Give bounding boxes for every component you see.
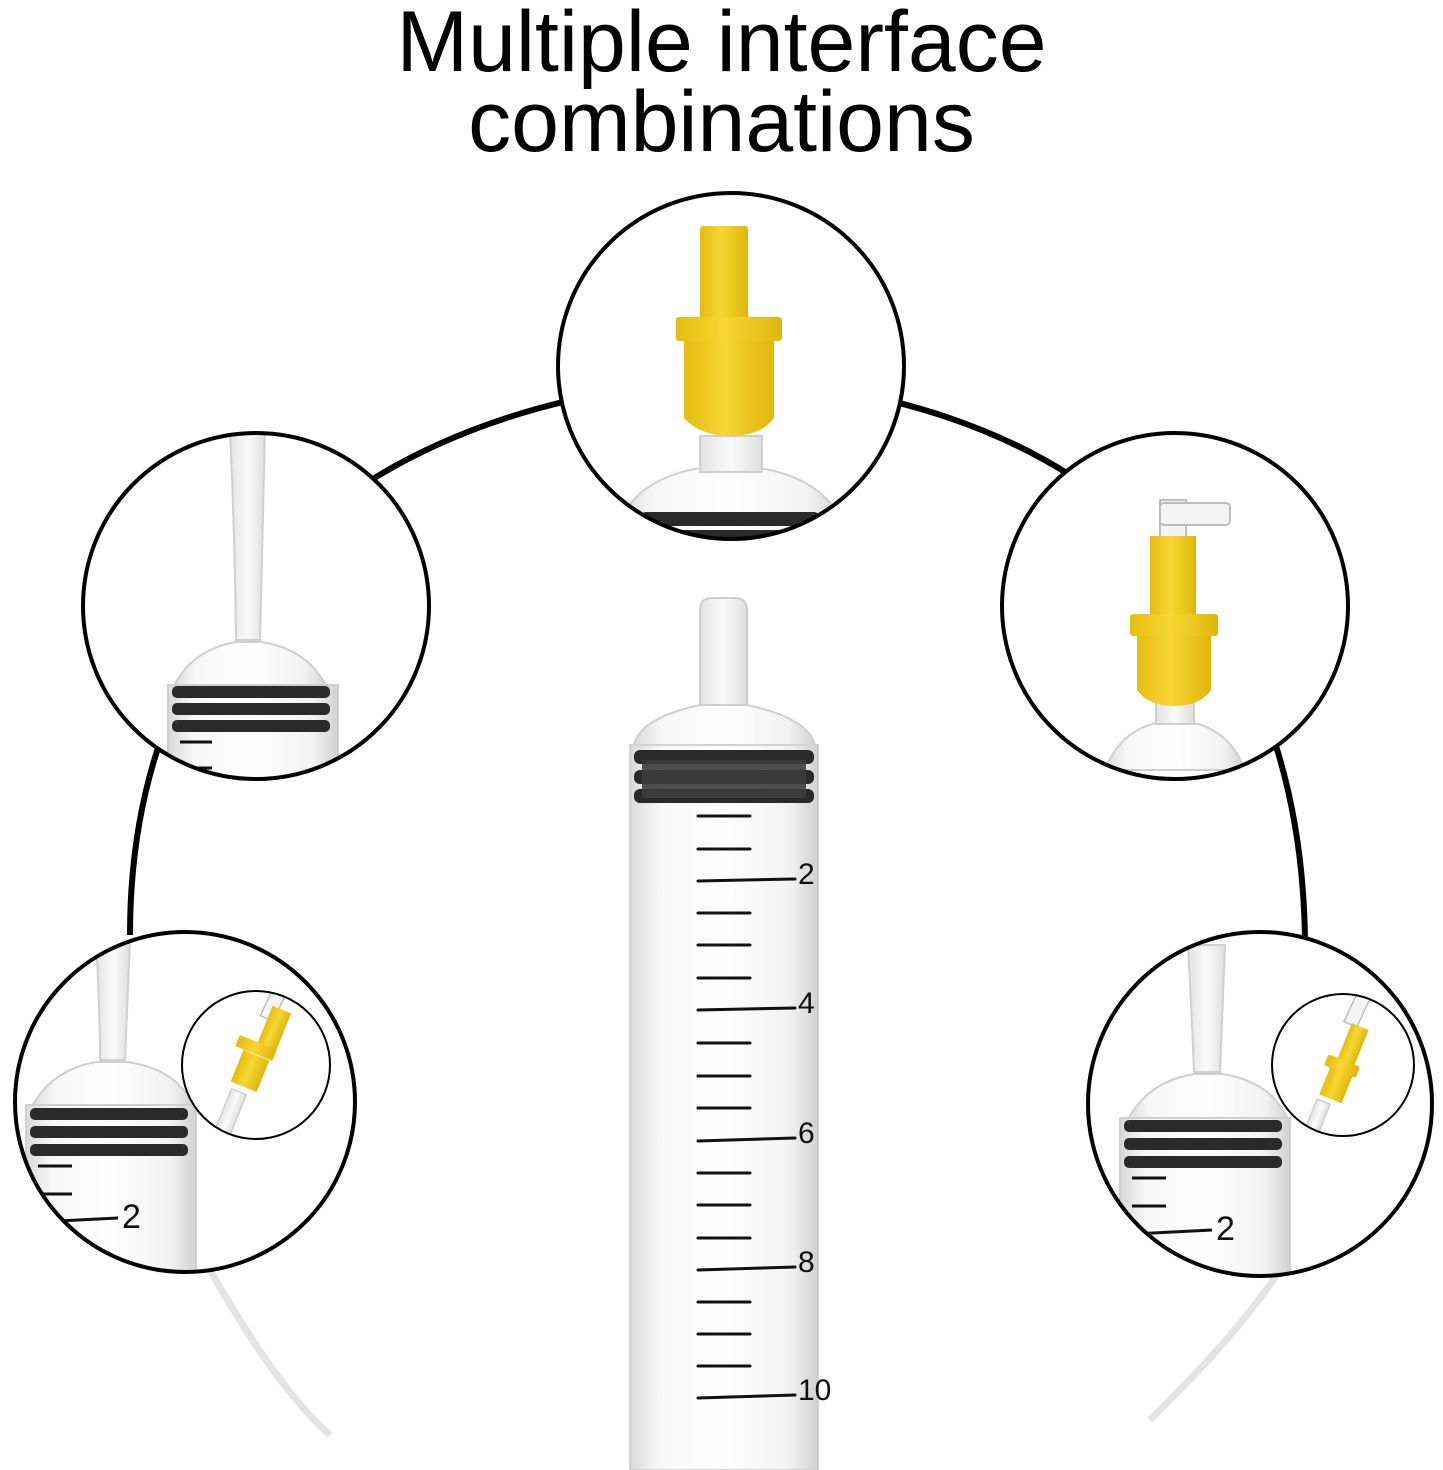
scale-marks	[696, 814, 797, 1400]
title-line-1: Multiple interface	[396, 0, 1047, 90]
tube-left	[206, 1268, 333, 1438]
syringe-icon: 2 4 6 8 10	[629, 597, 831, 1470]
inset-scale-label: 2	[1216, 1210, 1235, 1248]
tube-right	[1147, 1268, 1283, 1423]
inset-scale-label: 2	[122, 1198, 141, 1236]
detail-circle-top	[556, 191, 906, 541]
detail-circle-bottom-left: 2	[13, 930, 357, 1274]
elbow-connector-icon	[1159, 499, 1231, 541]
detail-circle-bottom-right: 2	[1086, 930, 1434, 1278]
scale-label-10: 10	[798, 1374, 831, 1407]
scale-label-2: 2	[798, 858, 815, 891]
scale-label-4: 4	[798, 987, 815, 1020]
title-line-2: combinations	[468, 74, 975, 170]
page-title: Multiple interface combinations	[0, 0, 1443, 170]
detail-circle-right	[1000, 431, 1350, 781]
yellow-luer-connector-icon	[1130, 536, 1218, 706]
yellow-luer-connector-icon	[676, 226, 782, 436]
silicone-tube-icon	[228, 433, 267, 641]
scale-label-6: 6	[798, 1117, 815, 1150]
detail-circle-left	[81, 431, 431, 781]
scale-label-8: 8	[798, 1246, 815, 1279]
